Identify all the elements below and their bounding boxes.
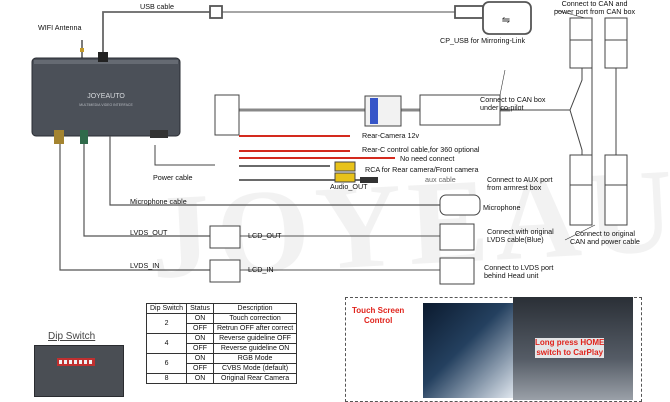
wifi-antenna-label: WIFI Antenna [38,23,82,32]
dip-switch-title: Dip Switch [48,331,96,342]
cp-usb-label: CP_USB for Mirroring-Link [440,36,526,45]
no-need-connect-label: No need connect [400,154,455,163]
lvds-out-label: LVDS_OUT [130,228,168,237]
touch-screen-photo [423,303,513,398]
dip-header-status: Status [186,303,214,314]
module-subtitle: MULTIMEDIA VIDEO INTERFACE [79,103,133,107]
connect-can-box-label: Connect to CAN box under co-pilot [480,95,546,112]
usb-cable [102,1,532,52]
connect-original-can-label: Connect to original CAN and power cable [570,229,640,246]
lcd-in-label: LCD_IN [248,265,274,274]
rca-label: RCA for Rear camera/Front camera [365,165,479,174]
lvds-out-cable [83,144,475,251]
audio-out-label: Audio_OUT [330,182,368,191]
rca-plugs [334,161,378,183]
power-cable-label: Power cable [153,173,193,182]
microphone-label: Microphone [483,203,521,212]
connect-original-lvds-label: Connect with original LVDS cable(Blue) [487,227,554,244]
wifi-antenna [80,40,84,58]
rear-camera-12v-label: Rear-Camera 12v [362,131,420,140]
usb-cable-label: USB cable [140,2,174,11]
connect-lvds-port-label: Connect to LVDS port behind Head unit [484,263,554,280]
lvds-in-label: LVDS_IN [130,261,160,270]
lvds-in-cable [59,144,475,285]
usb-icon: ⇋ [502,15,510,26]
microphone-cable-label: Microphone cable [130,197,187,206]
aux-cable-label: aux cable [425,175,456,184]
module-brand: JOYEAUTO [87,93,125,100]
microphone-cable [109,136,481,216]
table-row: 6 ON RGB Mode [145,353,298,374]
touch-screen-callout: Touch Screen Control [352,306,405,325]
power-cable-line [154,145,215,166]
rear-c-control-label: Rear-C control cable,for 360 optional [362,145,480,154]
label-arrows [499,9,596,241]
table-row: 4 ON Reverse guideline OFF [145,333,298,354]
red-wires [239,135,395,159]
lcd-out-label: LCD_OUT [248,231,282,240]
dip-switch-table: Dip Switch Status Description 2 ON Touch… [145,303,298,384]
table-row: 2 ON Touch correction [145,313,298,334]
dip-header-switch: Dip Switch [145,303,188,314]
dip-switch-image [34,345,124,397]
home-press-callout: Long press HOME switch to CarPlay [535,338,605,358]
table-row: 8 ON Original Rear Camera [145,373,298,384]
main-harness [214,40,583,200]
interface-module [31,52,181,144]
dip-header-description: Description [212,303,298,314]
connect-can-power-label: Connect to CAN and power port from CAN b… [554,0,636,16]
connect-aux-label: Connect to AUX port from armrest box [487,175,553,192]
can-connectors [569,17,628,226]
